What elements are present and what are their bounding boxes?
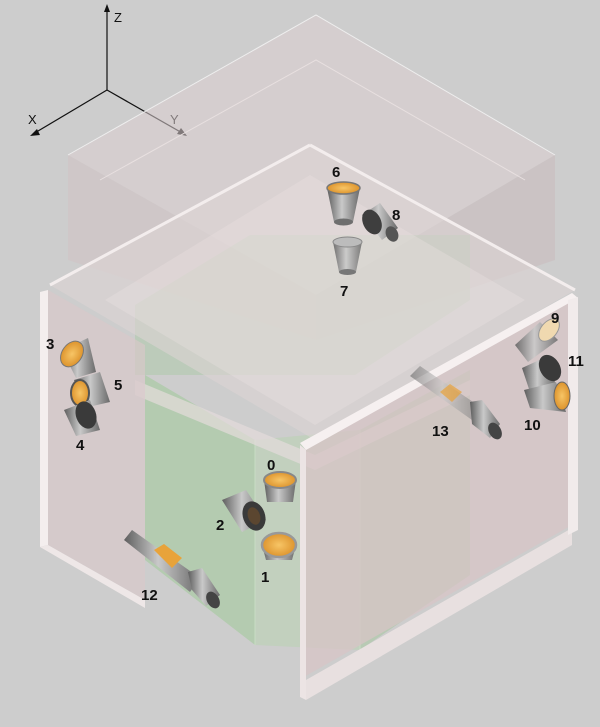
- detector-label-6: 6: [332, 164, 340, 181]
- frame-opening: [105, 175, 525, 425]
- z-axis-label: Z: [114, 10, 122, 25]
- detector-label-11: 11: [568, 353, 584, 370]
- detector-label-5: 5: [114, 377, 122, 394]
- detector-12-end: [206, 591, 220, 609]
- z-arrowhead: [104, 4, 110, 12]
- detector-0-crystal: [263, 471, 297, 489]
- enclosure-right-wall: [300, 293, 578, 700]
- detector-6-crystal: [326, 181, 361, 195]
- detector-cup-up-icon: [333, 242, 362, 272]
- x-axis-label: X: [28, 112, 37, 127]
- detector-label-8: 8: [392, 207, 400, 224]
- frame-left-edge: [49, 143, 311, 287]
- detector-6: [326, 181, 361, 226]
- detector-7: [332, 236, 363, 275]
- detector-9: [515, 318, 560, 362]
- detector-label-10: 10: [524, 417, 541, 434]
- detector-label-3: 3: [46, 336, 54, 353]
- left-wall-bottom-edge: [40, 545, 145, 608]
- detector-6-base: [334, 218, 353, 226]
- detector-3-crystal: [60, 340, 84, 368]
- upper-box-rim: [67, 14, 556, 156]
- detector-3: [60, 338, 96, 378]
- right-wall-left-edge: [300, 445, 306, 700]
- detector-9-crystal: [538, 318, 560, 342]
- detector-13: [410, 366, 502, 440]
- right-wall-face: [302, 300, 572, 678]
- detector-label-1: 1: [261, 569, 269, 586]
- x-axis: [32, 89, 108, 135]
- detector-5: [70, 372, 110, 408]
- detector-13-end: [488, 422, 502, 440]
- enclosure-left-wall: [40, 290, 145, 608]
- detector-cup-up-icon: [327, 188, 360, 222]
- detector-13-crystal-band: [440, 384, 462, 402]
- right-wall-bottom-edge: [306, 528, 572, 700]
- right-wall-right-edge: [568, 297, 578, 535]
- detector-1-crystal: [260, 531, 298, 559]
- detector-7-base: [339, 269, 356, 275]
- detector-8: [362, 203, 399, 242]
- detector-labels: 6 8 7 3 5 4 9 11 10 13 0 2 1 12: [46, 164, 584, 604]
- detector-12-crystal-band: [154, 544, 182, 568]
- detector-8-front: [362, 209, 382, 235]
- frame-right-edge: [309, 143, 576, 292]
- detector-label-9: 9: [551, 310, 559, 327]
- detector-0: [263, 471, 297, 502]
- detector-1: [260, 531, 298, 560]
- detector-label-0: 0: [267, 457, 275, 474]
- detector-7-top: [332, 236, 363, 248]
- detector-label-12: 12: [141, 587, 158, 604]
- detector-10-crystal: [553, 381, 571, 411]
- left-wall-edge: [40, 290, 48, 547]
- detector-12: [124, 530, 220, 609]
- x-arrowhead: [30, 129, 40, 136]
- detector-label-2: 2: [216, 517, 224, 534]
- detector-label-4: 4: [76, 437, 85, 454]
- detector-long-tube-icon: [124, 530, 200, 592]
- detector-11-front: [538, 354, 562, 382]
- detector-4-front: [75, 401, 97, 429]
- detector-2-crystal: [247, 507, 261, 525]
- upper-box-inner-rim: [99, 59, 526, 181]
- detector-label-13: 13: [432, 423, 449, 440]
- detector-8-back: [385, 226, 399, 242]
- detector-11: [522, 354, 562, 392]
- detector-label-7: 7: [340, 283, 348, 300]
- detector-4: [64, 400, 100, 436]
- detector-10: [524, 381, 571, 412]
- right-wall-top-edge: [300, 293, 578, 450]
- detector-2: [222, 490, 266, 532]
